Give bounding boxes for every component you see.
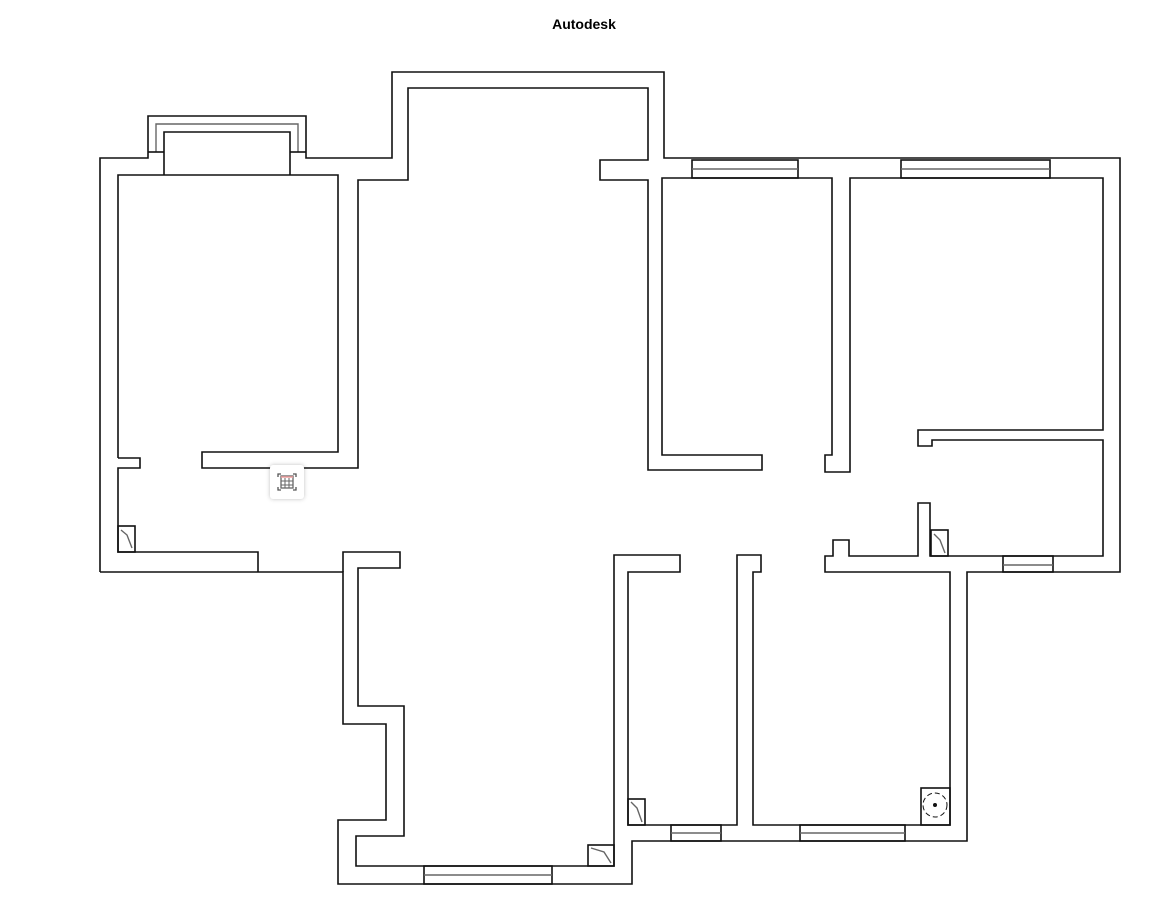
shaft-icon bbox=[587, 844, 615, 867]
outer-wall bbox=[99, 71, 1121, 885]
balcony bbox=[163, 131, 291, 175]
balcony-rail bbox=[155, 123, 299, 152]
shaft-icon bbox=[930, 529, 949, 557]
table-tool-button[interactable] bbox=[270, 465, 304, 499]
shaft-icon bbox=[627, 798, 646, 826]
drawing-title: Autodesk bbox=[552, 16, 616, 32]
shaft-icon bbox=[117, 525, 136, 553]
floor-drain-icon bbox=[920, 787, 951, 826]
left-room-wall bbox=[117, 87, 1104, 557]
table-grid-icon bbox=[277, 473, 297, 491]
